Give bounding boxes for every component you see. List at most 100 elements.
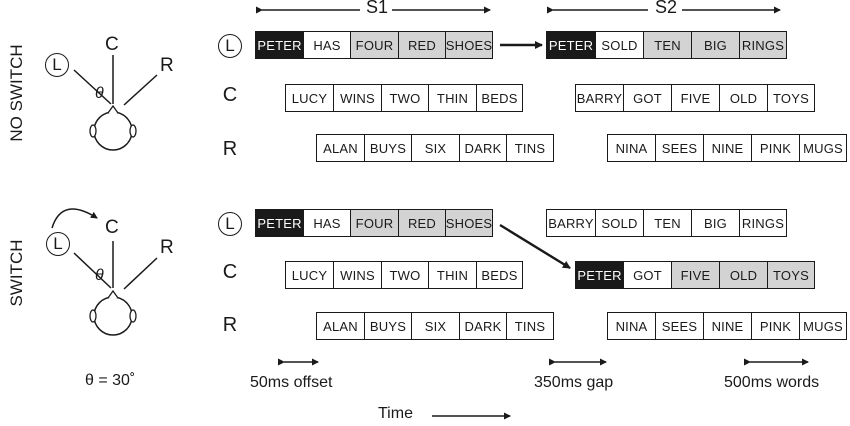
word-box: BIG — [691, 210, 739, 236]
word-box: SIX — [411, 313, 459, 339]
word-box: BIG — [691, 32, 739, 58]
channel-right-label: R — [222, 314, 238, 336]
word-box: NINE — [703, 313, 751, 339]
word-box: THIN — [428, 262, 476, 288]
word-box: TINS — [506, 135, 554, 161]
speaker-center-label: C — [105, 217, 119, 238]
word-box: ALAN — [316, 135, 364, 161]
word-box: TWO — [381, 262, 428, 288]
no-switch-right-s2-row: NINA SEES NINE PINK MUGS — [607, 134, 847, 162]
word-box: HAS — [303, 210, 350, 236]
channel-left-icon: L — [218, 212, 242, 236]
word-box: BEDS — [476, 85, 523, 111]
word-box: BARRY — [575, 85, 623, 111]
switch-arrow — [51, 208, 98, 229]
word-box: BUYS — [364, 313, 411, 339]
listener-diagram-switch — [51, 208, 158, 336]
word-box: OLD — [719, 85, 767, 111]
stream-label-s1: S1 — [366, 0, 389, 17]
word-box: WINS — [333, 262, 381, 288]
word-box: TWO — [381, 85, 428, 111]
word-box: SHOES — [445, 210, 493, 236]
channel-center-label: C — [222, 84, 238, 106]
word-box: PETER — [575, 262, 623, 288]
speaker-right-label: R — [160, 237, 174, 258]
word-box: LUCY — [285, 262, 333, 288]
word-box: BARRY — [546, 210, 595, 236]
word-box: LUCY — [285, 85, 333, 111]
theta-symbol: θ — [95, 85, 104, 102]
speaker-center-label: C — [105, 34, 119, 55]
word-box: HAS — [303, 32, 350, 58]
switch-left-s2-row: BARRY SOLD TEN BIG RINGS — [546, 209, 787, 237]
word-box: PETER — [546, 32, 595, 58]
channel-left-icon: L — [218, 34, 242, 58]
channel-right-label: R — [222, 138, 238, 160]
word-box: TINS — [506, 313, 554, 339]
word-box: NINE — [703, 135, 751, 161]
word-box: FIVE — [671, 262, 719, 288]
word-box: RINGS — [739, 32, 787, 58]
word-box: PETER — [255, 32, 303, 58]
theta-symbol: θ — [95, 267, 104, 284]
time-axis-label: Time — [378, 405, 413, 422]
word-box: NINA — [607, 135, 655, 161]
word-box: GOT — [623, 85, 671, 111]
word-box: OLD — [719, 262, 767, 288]
channel-center-label: C — [222, 261, 238, 283]
word-box: TEN — [643, 32, 691, 58]
word-box: RED — [398, 32, 445, 58]
word-box: SOLD — [595, 210, 643, 236]
no-switch-left-s1-row: PETER HAS FOUR RED SHOES — [255, 31, 493, 59]
no-switch-center-s1-row: LUCY WINS TWO THIN BEDS — [285, 84, 523, 112]
words-timing-label: 500ms words — [724, 374, 820, 391]
word-box: FOUR — [350, 32, 398, 58]
speaker-left-icon: L — [46, 232, 70, 256]
speaker-right-label: R — [160, 55, 174, 76]
target-arrow-switch — [499, 223, 571, 270]
stream-label-s2: S2 — [655, 0, 678, 17]
switch-right-s1-row: ALAN BUYS SIX DARK TINS — [316, 312, 554, 340]
word-box: MUGS — [799, 313, 847, 339]
word-box: SHOES — [445, 32, 493, 58]
word-box: FIVE — [671, 85, 719, 111]
theta-value-label: θ = 30˚ — [85, 372, 136, 389]
word-box: TOYS — [767, 85, 815, 111]
word-box: BEDS — [476, 262, 523, 288]
word-box: WINS — [333, 85, 381, 111]
word-box: FOUR — [350, 210, 398, 236]
word-box: MUGS — [799, 135, 847, 161]
listener-diagram-no-switch — [73, 55, 158, 151]
no-switch-center-s2-row: BARRY GOT FIVE OLD TOYS — [575, 84, 815, 112]
head-icon — [89, 104, 137, 151]
word-box: PINK — [751, 313, 799, 339]
word-box: NINA — [607, 313, 655, 339]
word-box: SEES — [655, 135, 703, 161]
word-box: DARK — [459, 135, 506, 161]
word-box: SIX — [411, 135, 459, 161]
word-box: PINK — [751, 135, 799, 161]
word-box: SEES — [655, 313, 703, 339]
word-box: SOLD — [595, 32, 643, 58]
switch-center-s2-row: PETER GOT FIVE OLD TOYS — [575, 261, 815, 289]
word-box: TEN — [643, 210, 691, 236]
word-box: RINGS — [739, 210, 787, 236]
switch-left-s1-row: PETER HAS FOUR RED SHOES — [255, 209, 493, 237]
word-box: DARK — [459, 313, 506, 339]
word-box: PETER — [255, 210, 303, 236]
offset-timing-label: 50ms offset — [250, 374, 333, 391]
switch-right-s2-row: NINA SEES NINE PINK MUGS — [607, 312, 847, 340]
word-box: TOYS — [767, 262, 815, 288]
switch-center-s1-row: LUCY WINS TWO THIN BEDS — [285, 261, 523, 289]
word-box: RED — [398, 210, 445, 236]
word-box: THIN — [428, 85, 476, 111]
speaker-left-icon: L — [45, 53, 69, 77]
no-switch-left-s2-row: PETER SOLD TEN BIG RINGS — [546, 31, 787, 59]
gap-timing-label: 350ms gap — [534, 374, 614, 391]
word-box: ALAN — [316, 313, 364, 339]
word-box: GOT — [623, 262, 671, 288]
no-switch-right-s1-row: ALAN BUYS SIX DARK TINS — [316, 134, 554, 162]
head-icon — [89, 289, 137, 336]
word-box: BUYS — [364, 135, 411, 161]
